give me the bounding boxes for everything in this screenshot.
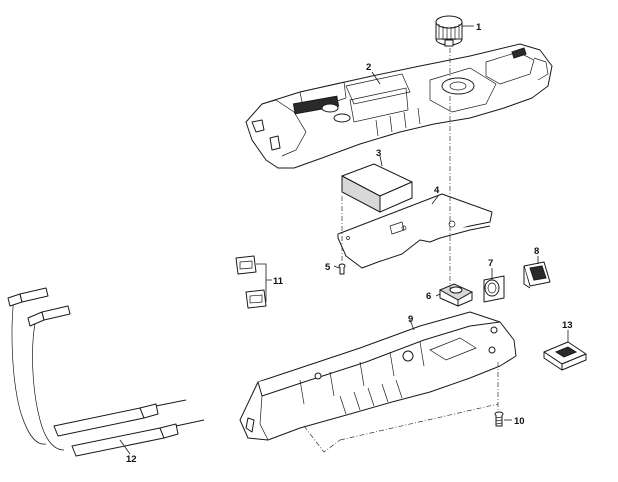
part-label-7: 7 xyxy=(488,258,493,269)
part-label-13: 13 xyxy=(562,320,573,331)
part-label-3: 3 xyxy=(376,148,381,159)
part-label-10: 10 xyxy=(514,416,525,427)
square-button-cap xyxy=(523,261,551,289)
part-label-11: 11 xyxy=(273,276,284,287)
test-leads xyxy=(7,287,205,457)
part-label-6: 6 xyxy=(426,291,431,302)
bottom-housing xyxy=(239,311,517,441)
terminal-clips xyxy=(235,255,272,309)
display-module xyxy=(341,163,413,213)
part-label-4: 4 xyxy=(434,185,440,196)
part-label-12: 12 xyxy=(126,454,137,465)
selector-switch xyxy=(438,283,474,307)
part-label-1: 1 xyxy=(476,22,482,33)
small-module-part-13 xyxy=(543,341,587,371)
part-label-5: 5 xyxy=(325,262,331,273)
part-label-9: 9 xyxy=(408,314,413,325)
screw-part-10 xyxy=(494,411,504,427)
top-housing-cover xyxy=(245,43,553,169)
push-button xyxy=(483,275,505,303)
circuit-board xyxy=(337,193,493,269)
part-label-2: 2 xyxy=(366,62,371,73)
leader-lines xyxy=(119,25,569,455)
part-label-8: 8 xyxy=(534,246,539,257)
rotary-knob xyxy=(435,15,463,47)
assembly-lines xyxy=(303,48,499,453)
small-screw xyxy=(338,263,346,275)
